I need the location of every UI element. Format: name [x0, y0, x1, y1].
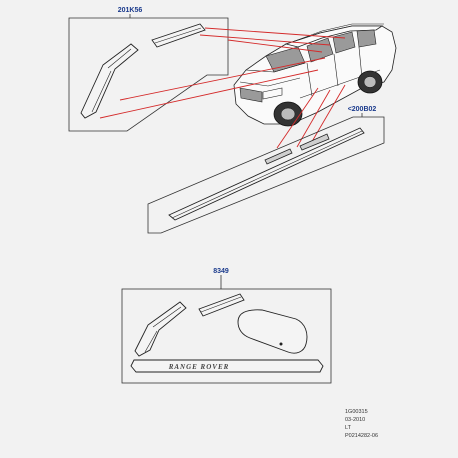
kit-8349-front-deflector-edge — [144, 306, 182, 353]
kit-8349-rear-deflector-edge — [200, 296, 242, 313]
tread-plate — [130, 359, 324, 373]
vehicle-roof — [284, 25, 384, 48]
kit-201k56-group: 201K56 — [68, 7, 229, 132]
leader-rear-deflector-2 — [199, 34, 331, 46]
sill-insert-front — [264, 148, 293, 165]
kit-200b02-group: <200B02 — [147, 106, 385, 234]
leader-front-deflector-2 — [99, 69, 319, 119]
vehicle-illustration — [233, 23, 397, 127]
footer-reference: 1G00315 03-2010 LT P0214282-06 — [345, 409, 378, 439]
front-window-deflector — [80, 43, 139, 119]
vehicle-quarter-window — [356, 29, 377, 48]
callout-201k56[interactable]: 201K56 — [118, 7, 143, 14]
kit-200b02-frame — [147, 116, 385, 234]
vehicle-front-wheel-hub — [280, 107, 296, 121]
sill-trim-strip-edge — [171, 130, 363, 219]
leader-deflector-3 — [227, 39, 323, 53]
footer-line-2: 03-2010 — [345, 417, 365, 423]
leader-sill-2 — [296, 89, 331, 148]
vehicle-door-lines — [306, 46, 363, 97]
leader-lines — [99, 27, 346, 149]
vehicle-rear-wheel-hub — [363, 76, 377, 88]
quarter-glass-cover — [237, 309, 308, 354]
footer-line-4: P0214282-06 — [345, 433, 378, 439]
footer-line-3: LT — [345, 425, 352, 431]
kit-8349-rear-deflector — [198, 293, 245, 317]
kit-8349-group: 8349 RANGE ROVER — [121, 268, 332, 384]
kit-201k56-frame — [68, 17, 229, 132]
leader-front-deflector-1 — [119, 57, 326, 101]
leader-sill-1 — [276, 87, 319, 149]
leader-rear-deflector-1 — [204, 27, 346, 39]
quarter-glass-cover-fixing — [279, 342, 283, 346]
callout-200b02[interactable]: <200B02 — [348, 106, 377, 113]
tread-plate-lettering: RANGE ROVER — [168, 363, 230, 371]
footer-line-1: 1G00315 — [345, 409, 368, 415]
vehicle-roof-rail — [291, 23, 384, 43]
rear-window-deflector-edge — [154, 27, 202, 44]
vehicle-headlight — [262, 87, 283, 100]
kit-8349-front-deflector — [134, 301, 187, 357]
kit-8349-frame — [121, 288, 332, 384]
callout-8349[interactable]: 8349 — [213, 268, 229, 275]
sill-insert-rear — [299, 133, 330, 151]
leader-sill-3 — [309, 84, 346, 146]
front-window-deflector-edge — [91, 48, 132, 113]
vehicle-grille — [239, 87, 263, 103]
vehicle-bonnet-lines — [239, 62, 306, 87]
